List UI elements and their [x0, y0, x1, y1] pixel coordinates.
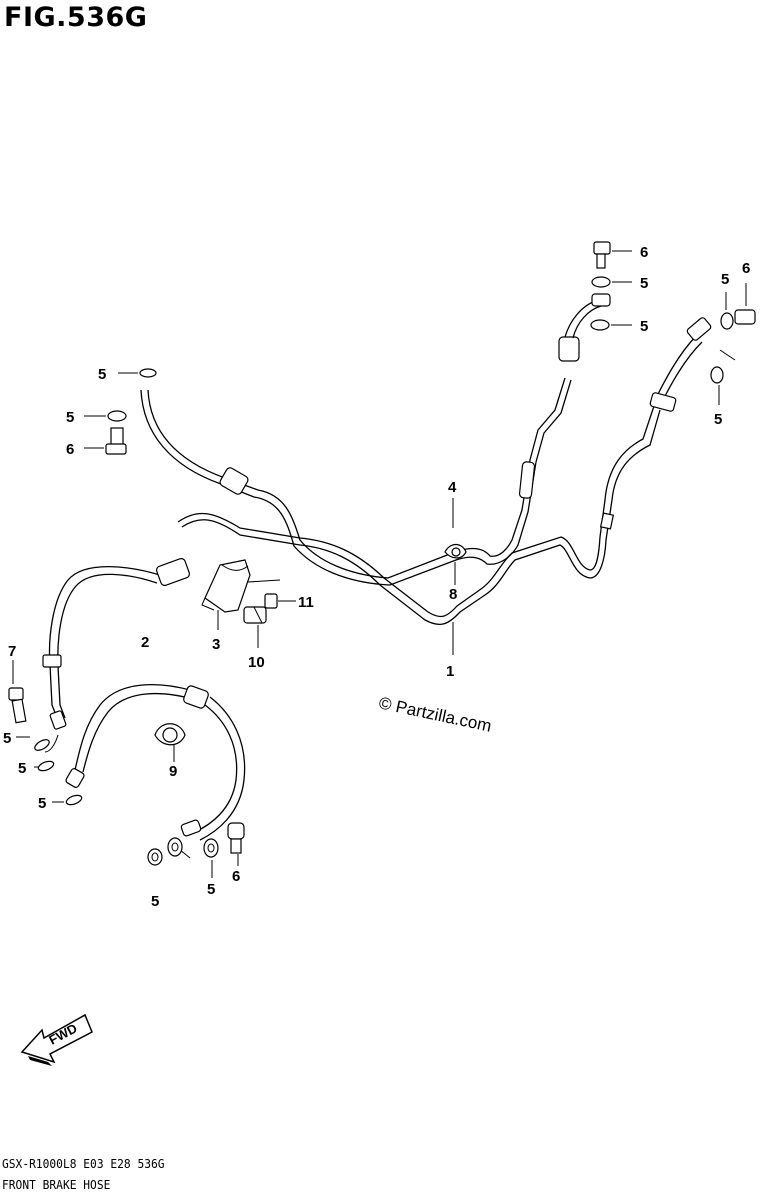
banjo-bolt-right[interactable]	[734, 283, 756, 325]
callout-4: 4	[448, 479, 457, 496]
bolt-7[interactable]	[8, 660, 27, 724]
callout-5-top-1: 5	[640, 275, 648, 292]
callout-labels: 6 5 5 5 6 5 5 5 6 4 8 11 2 3 10 1 7 5 5 …	[3, 244, 750, 910]
callout-8: 8	[449, 586, 457, 603]
callout-5-right-2: 5	[714, 411, 722, 428]
callout-6-upper-left: 6	[66, 441, 74, 458]
callout-9: 9	[169, 763, 177, 780]
banjo-bolt-lower[interactable]	[227, 822, 245, 866]
callout-7: 7	[8, 643, 16, 660]
callout-1: 1	[446, 663, 454, 680]
washer-upper-left-1[interactable]	[118, 368, 157, 378]
washer-right-1[interactable]	[720, 292, 734, 330]
callout-2: 2	[141, 634, 149, 651]
washer-left-2[interactable]	[34, 760, 55, 773]
callout-6-right: 6	[742, 260, 750, 277]
callout-11: 11	[298, 594, 314, 611]
figure-caption: FRONT BRAKE HOSE	[2, 1177, 111, 1192]
callout-5-left-3: 5	[38, 795, 46, 812]
clamp-9[interactable]	[154, 723, 186, 762]
callout-5-left-2: 5	[18, 760, 26, 777]
callout-6-top: 6	[640, 244, 648, 261]
washer-lower-left[interactable]	[147, 848, 163, 866]
copyright-watermark: © Partzilla.com	[377, 693, 493, 735]
callout-5-right-1: 5	[721, 271, 729, 288]
figure-title: FIG.536G	[4, 2, 148, 33]
washer-left-3[interactable]	[52, 794, 83, 807]
washer-left-1[interactable]	[16, 736, 51, 752]
screw-11[interactable]	[264, 593, 296, 609]
callout-10: 10	[248, 654, 265, 671]
banjo-bolt-top[interactable]	[593, 241, 632, 269]
model-code: GSX-R1000L8 E03 E28 536G	[2, 1156, 165, 1171]
hose-bracket-3[interactable]	[201, 559, 281, 630]
washer-upper-left-2[interactable]	[84, 410, 127, 422]
washer-top-2[interactable]	[590, 319, 632, 331]
callout-5-lower-left: 5	[151, 893, 159, 910]
washer-lower-right[interactable]	[203, 838, 219, 878]
brake-hose-lower[interactable]	[65, 684, 246, 859]
brake-hose-2[interactable]	[42, 557, 191, 753]
banjo-bolt-upper-left[interactable]	[84, 427, 127, 455]
callout-5-upper-left-2: 5	[66, 409, 74, 426]
brake-hose-4[interactable]	[140, 293, 611, 586]
bolt-10[interactable]	[243, 606, 267, 648]
callout-5-lower-right: 5	[207, 881, 215, 898]
washer-right-2[interactable]	[710, 349, 736, 405]
brake-hose-1[interactable]	[177, 317, 712, 655]
callout-5-upper-left-1: 5	[98, 366, 106, 383]
callout-5-top-2: 5	[640, 318, 648, 335]
washer-top-1[interactable]	[591, 276, 632, 288]
callout-5-left-1: 5	[3, 730, 11, 747]
fwd-direction-arrow: FWD	[20, 1013, 93, 1066]
washer-lower-mid[interactable]	[167, 837, 183, 857]
callout-3: 3	[212, 636, 220, 653]
clamp-8[interactable]	[444, 543, 467, 586]
callout-6-lower: 6	[232, 868, 240, 885]
